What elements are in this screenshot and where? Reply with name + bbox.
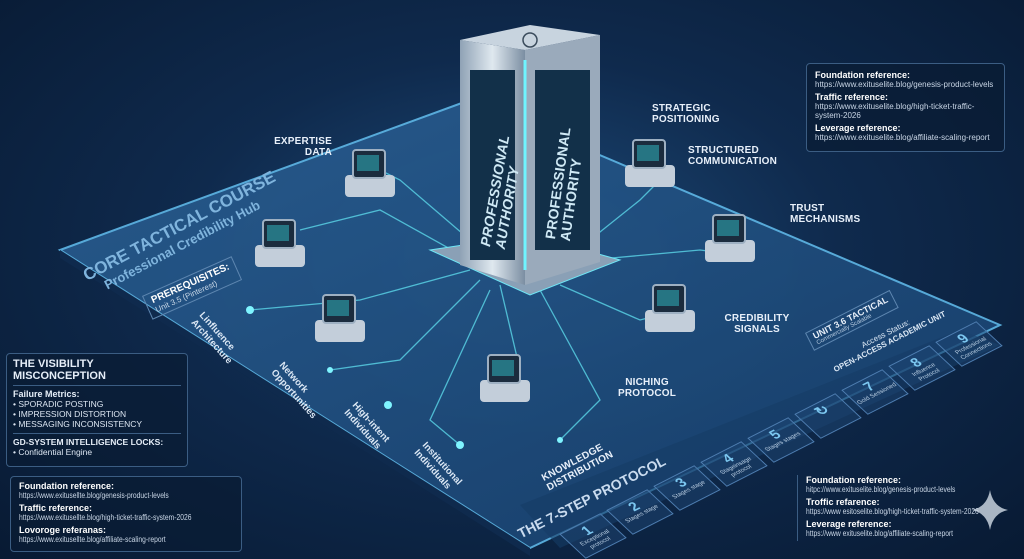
references-bottom-left: Foundation reference:https://www.exituse…	[10, 476, 242, 552]
platform-edge	[60, 250, 530, 556]
glow-nodes	[246, 306, 563, 449]
locks-label: GD-SYSTEM INTELLIGENCE LOCKS:	[13, 433, 181, 447]
label-niching-protocol: NICHING PROTOCOL	[617, 377, 677, 399]
globe-icon	[522, 32, 538, 48]
ref-label: Foundation reference:	[806, 475, 902, 485]
metric-item: • SPORADIC POSTING	[13, 399, 104, 409]
ref-label: Foundation reference:	[815, 70, 911, 80]
label-strategic-positioning: STRATEGIC POSITIONING	[652, 103, 720, 125]
sparkle-icon	[972, 490, 1008, 530]
label-trust-mechanisms: TRUST MECHANISMS	[790, 203, 861, 225]
ref-label: Troffic refarence:	[806, 497, 880, 507]
label-structured-communication: STRUCTURED COMMUNICATION	[688, 145, 778, 167]
ref-link[interactable]: https://www.exitusellte.blog/affiliate-s…	[19, 535, 166, 544]
ref-link[interactable]: https://www.exituselite.blog/high-ticket…	[815, 102, 975, 120]
circuit-traces	[249, 169, 741, 446]
references-top-right: Foundation reference:https://www.exituse…	[806, 63, 1005, 152]
central-tower	[428, 25, 622, 296]
ref-link[interactable]: https://www esitoselite.blog/high-ticket…	[806, 507, 979, 516]
references-bottom-right: Foundation reference:hitpc://www.exituse…	[797, 475, 1017, 541]
ref-label: Foundation reference:	[19, 481, 115, 491]
ref-link[interactable]: https://www exituselite.blog/affiliate-s…	[806, 529, 954, 538]
ref-link[interactable]: https://www.exituselite.blog/affiliate-s…	[815, 133, 990, 142]
ref-label: Traffic reference:	[815, 92, 889, 102]
lock-item: • Confidential Engine	[13, 447, 93, 457]
ref-label: Leverage reference:	[806, 519, 892, 529]
computer-terminals	[255, 139, 755, 402]
label-expertise-data: EXPERTISE DATA	[274, 136, 332, 158]
metric-item: • IMPRESSION DISTORTION	[13, 409, 127, 419]
ref-link[interactable]: https://www.exitusellte.blog/high-ticket…	[19, 513, 192, 522]
label-credibility-signals: CREDIBILITY SIGNALS	[724, 313, 790, 335]
ref-link[interactable]: hitpc://www.exituselite.blog/genesis-pro…	[806, 485, 956, 494]
ref-label: Leverage reference:	[815, 123, 901, 133]
ref-link[interactable]: https://www.exituselite.blog/genesis-pro…	[815, 80, 994, 89]
visibility-panel: THE VISIBILITY MISCONCEPTION Failure Met…	[6, 353, 188, 467]
ref-label: Traffic reference:	[19, 503, 93, 513]
ref-label: Lovoroge referanas:	[19, 525, 107, 535]
metric-item: • MESSAGING INCONSISTENCY	[13, 419, 143, 429]
failure-metrics-label: Failure Metrics:	[13, 389, 80, 399]
ref-link[interactable]: https://www.exitusellte.blog/genesis-pro…	[19, 491, 169, 500]
visibility-title: THE VISIBILITY MISCONCEPTION	[13, 358, 181, 386]
